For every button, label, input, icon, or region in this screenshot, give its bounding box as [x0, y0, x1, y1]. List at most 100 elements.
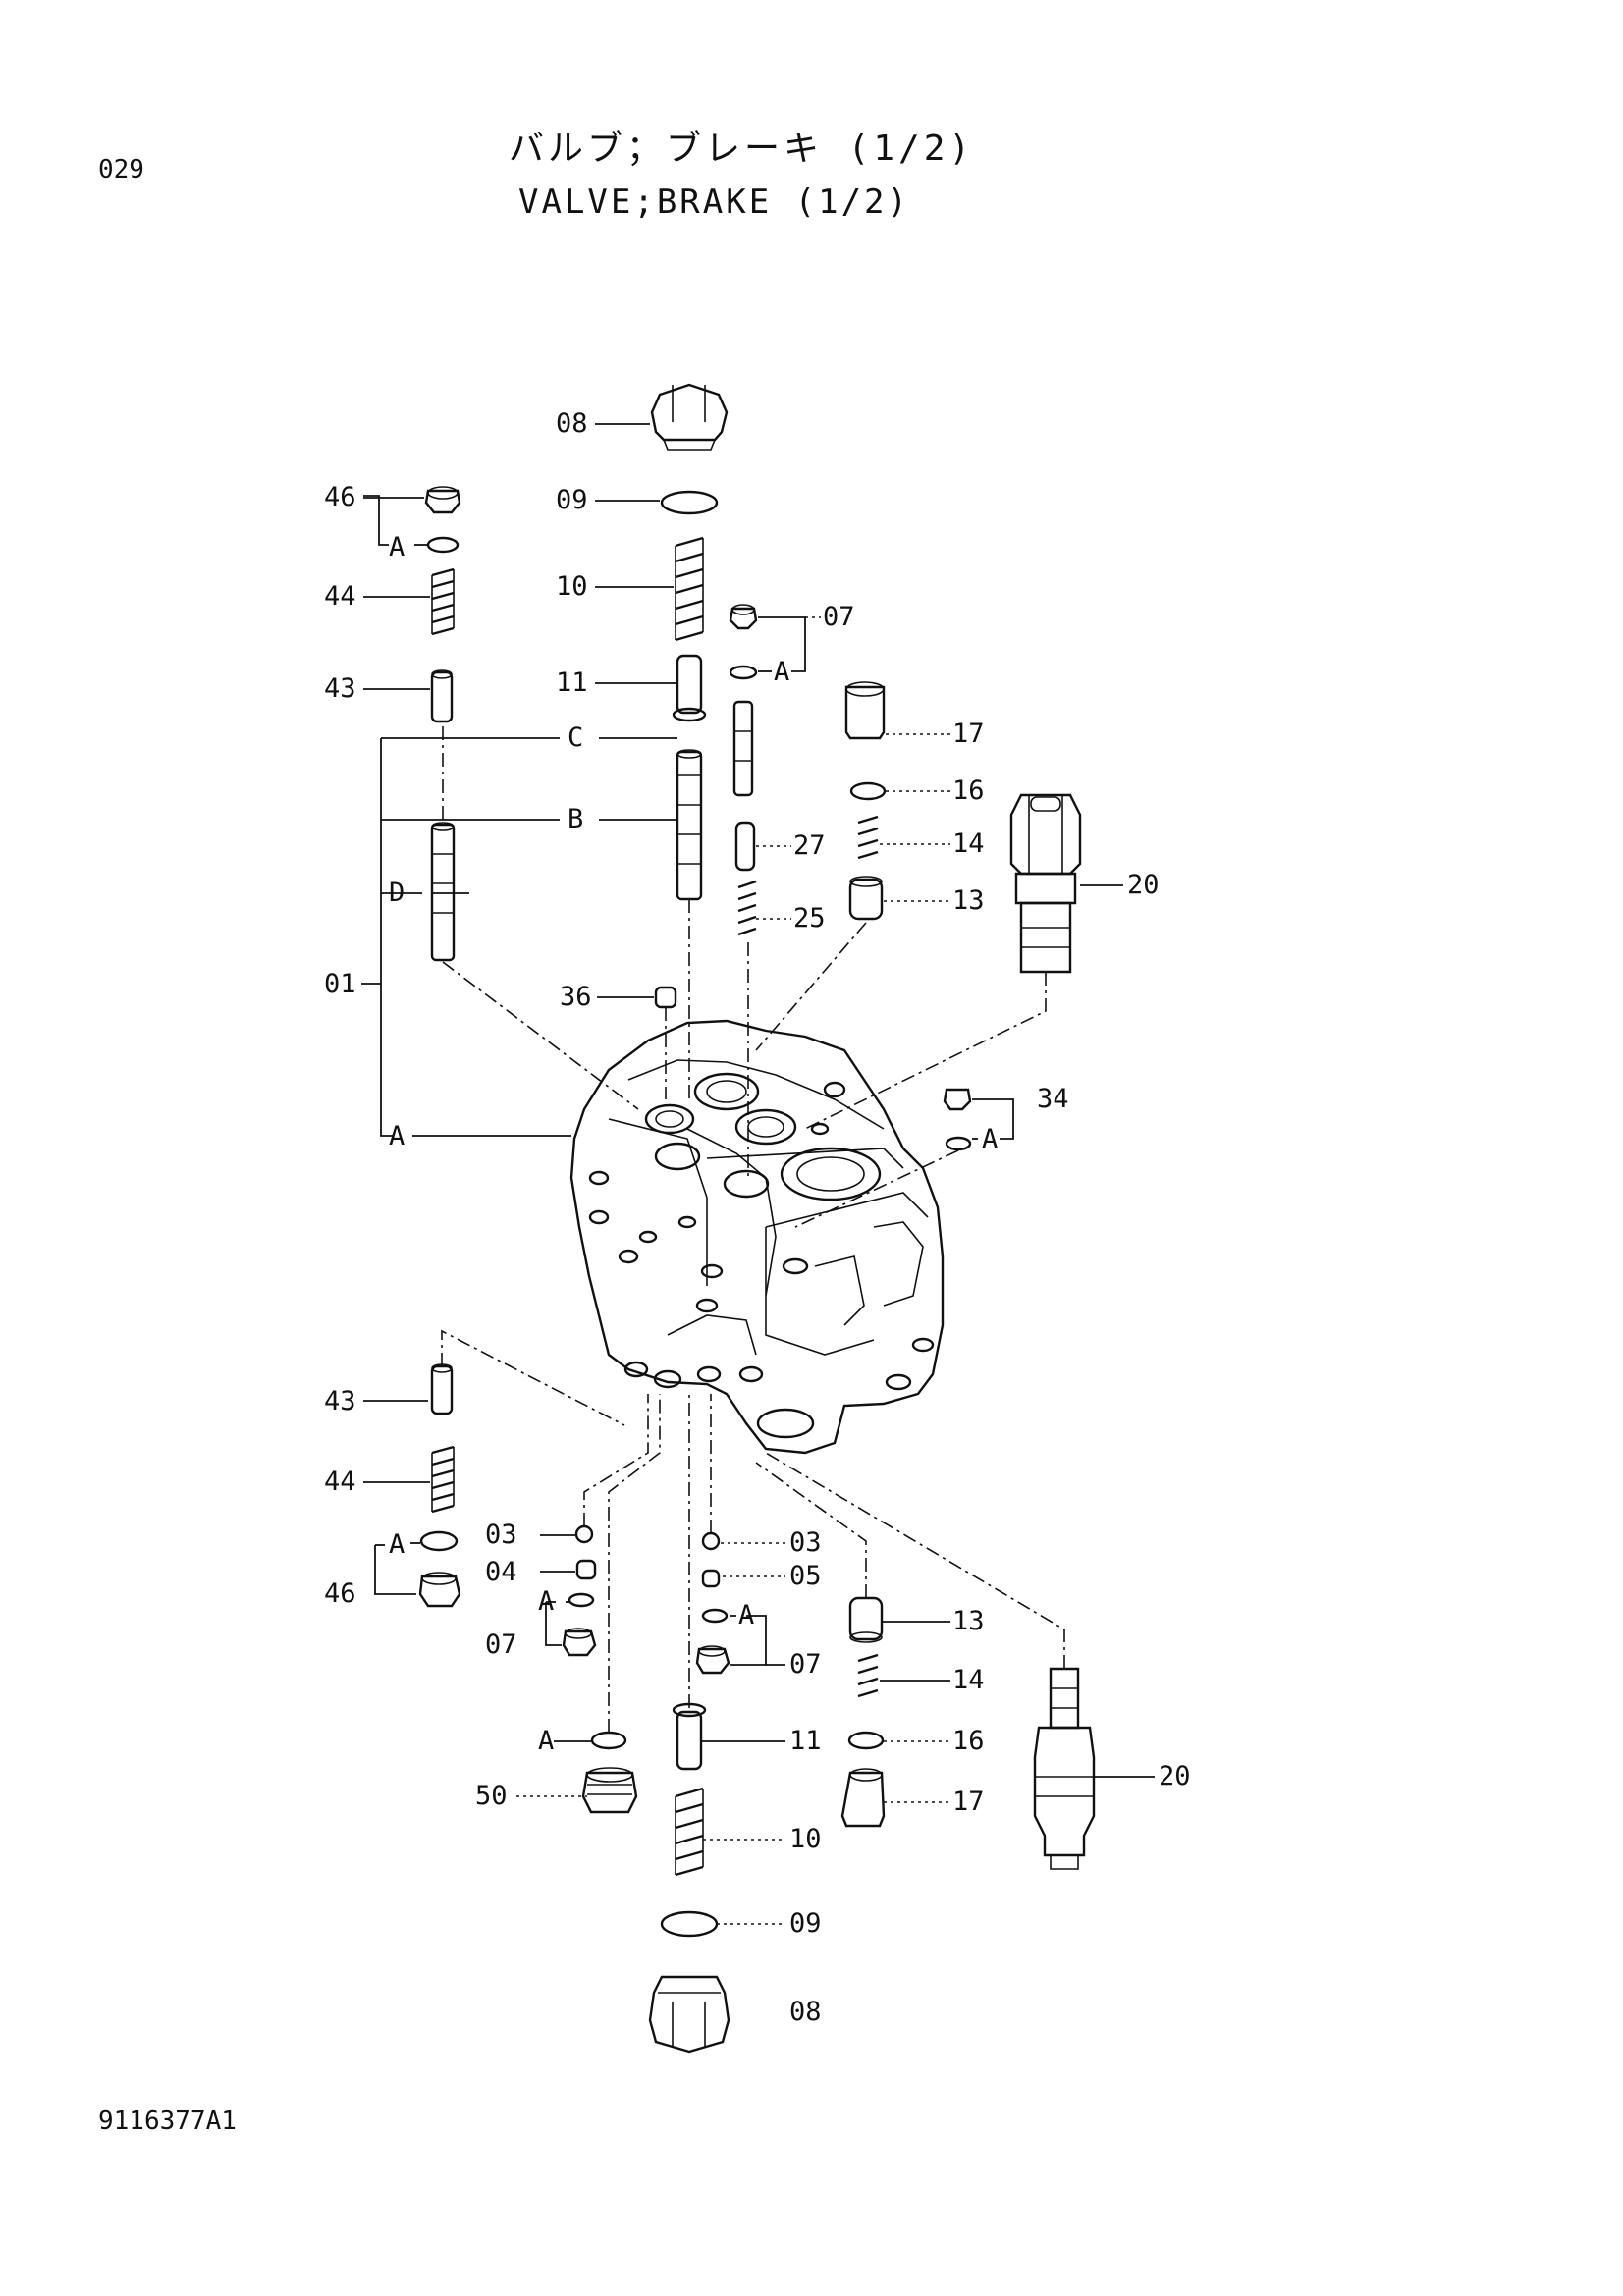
part-44-spring-lower	[431, 1445, 455, 1514]
label-17-upper: 17	[952, 719, 985, 749]
label-14-lower: 14	[952, 1665, 985, 1695]
group-01-bracket	[361, 737, 677, 1137]
part-05-plug	[701, 1569, 721, 1588]
label-20-lower: 20	[1159, 1761, 1191, 1791]
label-46-upper: 46	[324, 482, 356, 512]
label-09-lower: 09	[789, 1908, 822, 1939]
part-a-oring-07-lower-left	[568, 1592, 595, 1608]
label-08-upper: 08	[556, 408, 588, 439]
label-03-right: 03	[789, 1527, 822, 1558]
part-03-ball-right	[701, 1531, 721, 1551]
label-07-upper: 07	[823, 602, 855, 632]
part-a-oring-46-upper	[426, 536, 460, 554]
label-46-lower: 46	[324, 1578, 356, 1609]
spool-small-center	[732, 700, 754, 797]
part-20-relief-valve-upper	[1009, 793, 1082, 974]
label-27: 27	[793, 830, 826, 861]
label-34: 34	[1037, 1084, 1069, 1114]
label-14-upper: 14	[952, 828, 985, 859]
part-16-oring-upper	[849, 781, 887, 801]
label-44-lower: 44	[324, 1467, 356, 1497]
part-36-plug	[654, 986, 677, 1009]
label-a-07-lower-left: A	[538, 1586, 554, 1617]
part-46-plug-upper	[424, 486, 461, 514]
part-a-oring-46-lower	[419, 1530, 459, 1552]
label-10-upper: 10	[556, 571, 588, 602]
part-08-plug-upper	[650, 383, 729, 451]
part-a-oring-34	[945, 1136, 972, 1151]
label-16-upper: 16	[952, 775, 985, 806]
title-japanese: バルブ；ブレーキ (1/2)	[509, 129, 975, 169]
label-36: 36	[560, 982, 592, 1012]
label-a-07-upper: A	[774, 657, 789, 687]
part-43-plunger-lower	[430, 1363, 454, 1415]
label-d: D	[389, 878, 405, 908]
label-c: C	[568, 722, 583, 753]
part-50-plug	[581, 1767, 638, 1814]
valve-body-housing	[569, 1019, 945, 1455]
label-05: 05	[789, 1561, 822, 1591]
leader-lines	[363, 423, 1155, 1925]
label-43-lower: 43	[324, 1386, 356, 1416]
part-labels: 08 09 10 11 07 A 46 A 44 43 C B D 01 A 1…	[324, 408, 1191, 2027]
part-07-plug-lower-left	[562, 1628, 597, 1657]
part-44-spring-upper	[431, 567, 455, 636]
part-a-oring-07-upper	[729, 665, 758, 680]
part-20-relief-valve-lower	[1033, 1667, 1096, 1870]
part-17-plug-lower	[840, 1768, 886, 1828]
part-09-oring-upper	[660, 490, 719, 515]
part-03-ball-left	[574, 1524, 594, 1544]
label-07-lower-right: 07	[789, 1649, 822, 1680]
spool-d	[430, 822, 456, 962]
drawing-number: 9116377A1	[98, 2107, 237, 2136]
part-13-seat-lower	[848, 1596, 884, 1643]
part-46-plug-lower	[418, 1572, 461, 1608]
part-43-plunger-upper	[430, 669, 454, 723]
part-10-spring-upper	[675, 536, 704, 642]
part-08-plug-lower	[648, 1975, 730, 2054]
label-a-34: A	[982, 1124, 998, 1154]
part-04-plug-left	[575, 1559, 597, 1580]
part-11-piston-lower	[672, 1702, 707, 1771]
part-a-oring-50	[590, 1731, 627, 1750]
part-17-plug-upper	[844, 681, 886, 740]
title-english: VALVE;BRAKE (1/2)	[518, 183, 910, 222]
label-25: 25	[793, 903, 826, 934]
label-01: 01	[324, 969, 356, 999]
label-20-upper: 20	[1127, 870, 1160, 900]
part-10-spring-lower	[675, 1787, 704, 1877]
page-number: 029	[98, 155, 144, 185]
part-34-plug	[943, 1088, 972, 1111]
label-11-upper: 11	[556, 667, 588, 698]
part-16-oring-lower	[847, 1731, 885, 1750]
part-a-oring-07-lower-right	[701, 1608, 729, 1624]
label-13-lower: 13	[952, 1606, 985, 1636]
label-09-upper: 09	[556, 485, 588, 515]
label-10-lower: 10	[789, 1824, 822, 1854]
label-50: 50	[475, 1781, 508, 1811]
part-14-spring-upper	[857, 815, 879, 860]
part-09-oring-lower	[660, 1910, 719, 1938]
label-a-07-lower-right: A	[738, 1600, 754, 1630]
part-13-seat-upper	[848, 876, 884, 921]
spool-b-c-center	[676, 749, 703, 901]
label-04: 04	[485, 1557, 517, 1587]
label-43-upper: 43	[324, 673, 356, 704]
part-07-plug-upper	[729, 604, 758, 630]
label-a-50: A	[538, 1726, 554, 1756]
label-03-left: 03	[485, 1520, 517, 1550]
label-11-lower: 11	[789, 1726, 822, 1756]
part-11-piston-upper	[672, 654, 707, 722]
label-07-lower-left: 07	[485, 1629, 517, 1660]
label-17-lower: 17	[952, 1787, 985, 1817]
part-25-spring	[737, 880, 757, 936]
part-07-plug-lower-right	[695, 1645, 730, 1675]
label-13-upper: 13	[952, 885, 985, 916]
part-14-spring-lower	[857, 1653, 879, 1698]
label-16-lower: 16	[952, 1726, 985, 1756]
label-08-lower: 08	[789, 1997, 822, 2027]
label-a-46-upper: A	[389, 532, 405, 562]
label-a-body: A	[389, 1121, 405, 1151]
label-a-46-lower: A	[389, 1529, 405, 1560]
